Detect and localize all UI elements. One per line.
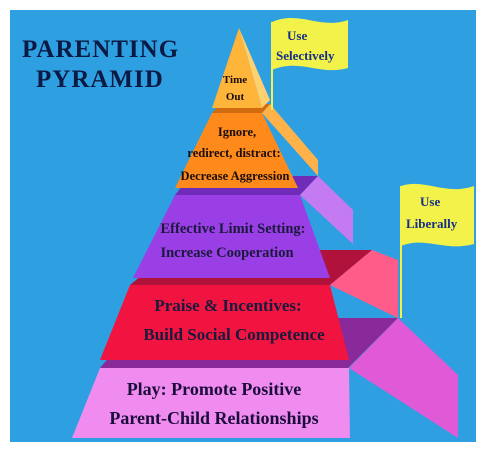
flag-use-liberally-banner [401, 183, 474, 247]
flag-use-liberally-line-1: Use [420, 194, 440, 209]
tier-ignore-label-2: redirect, distract: [187, 146, 280, 160]
tier-time-out: Time Out [212, 28, 270, 108]
tier-limit-setting: Effective Limit Setting: Increase Cooper… [133, 176, 353, 278]
tier-time-out-front [212, 28, 262, 108]
flag-use-selectively-line-2: Selectively [276, 48, 335, 63]
tier-play-label-2: Parent-Child Relationships [109, 408, 318, 428]
tier-time-out-label-1: Time [223, 74, 247, 86]
tier-ignore: Ignore, redirect, distract: Decrease Agg… [175, 104, 318, 188]
tier-ignore-label-3: Decrease Aggression [181, 169, 290, 183]
tier-ignore-side [262, 104, 318, 176]
tier-limit-setting-front [133, 195, 330, 278]
tier-play-label-1: Play: Promote Positive [127, 379, 302, 399]
tier-praise-label-2: Build Social Competence [143, 325, 325, 344]
tier-play-front [72, 368, 350, 438]
tier-limit-setting-label-2: Increase Cooperation [160, 245, 293, 261]
flag-use-liberally: Use Liberally [400, 183, 474, 318]
tier-limit-setting-side [300, 176, 353, 244]
tier-ignore-label-1: Ignore, [218, 125, 256, 139]
tier-time-out-label-2: Out [226, 91, 245, 103]
tier-play-side [349, 318, 458, 438]
flag-use-liberally-line-2: Liberally [406, 216, 458, 231]
tier-ignore-front [175, 113, 298, 188]
flag-use-selectively-banner [272, 18, 348, 71]
tier-praise-side [330, 250, 398, 318]
tier-praise-front [100, 285, 349, 360]
tier-limit-setting-label-1: Effective Limit Setting: [161, 221, 306, 237]
diagram-title-line-1: PARENTING [22, 36, 179, 63]
diagram-title-line-2: PYRAMID [36, 66, 164, 93]
tier-time-out-side [239, 28, 270, 108]
flag-use-selectively-line-1: Use [287, 28, 307, 43]
flag-use-selectively: Use Selectively [271, 18, 348, 110]
tier-praise-label-1: Praise & Incentives: [154, 296, 301, 315]
